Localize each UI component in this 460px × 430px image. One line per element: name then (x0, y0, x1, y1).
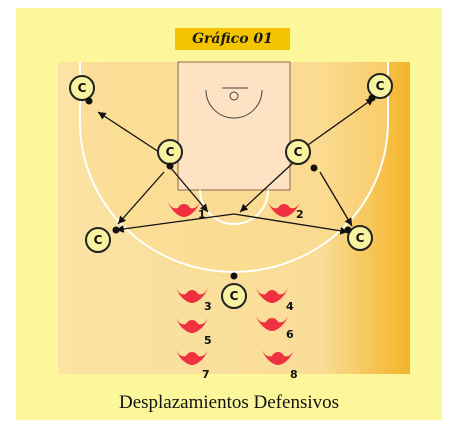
free-throw-lane (177, 61, 291, 191)
svg-text:C: C (166, 145, 175, 159)
defender-label: 6 (286, 328, 294, 341)
defender-label: 3 (204, 300, 212, 313)
svg-text:C: C (376, 79, 385, 93)
defender-label: 7 (202, 368, 210, 381)
three-point-line (79, 62, 389, 273)
offensive-player: C (69, 75, 95, 105)
offensive-player: C (285, 139, 318, 172)
offensive-player: C (85, 226, 120, 253)
diagram-title: Gráfico 01 (175, 28, 290, 50)
svg-text:C: C (94, 233, 103, 247)
defender-icon (176, 318, 208, 333)
restricted-arc (205, 89, 263, 119)
svg-text:C: C (230, 289, 239, 303)
defender-icon (168, 202, 200, 217)
defender-icon (256, 316, 288, 331)
defender-label: 2 (296, 208, 304, 221)
defender-icon (268, 202, 300, 217)
defender-label: 4 (286, 300, 294, 313)
defender-icon (176, 350, 208, 365)
defender-label: 8 (290, 368, 298, 381)
offensive-player: C (367, 73, 393, 102)
diagram-caption: Desplazamientos Defensivos (118, 392, 340, 413)
offensive-player: C (344, 225, 373, 251)
svg-text:C: C (356, 231, 365, 245)
offensive-player: C (157, 139, 183, 170)
basketball-court: C C C C C C C (58, 61, 410, 381)
defender-icon (256, 288, 288, 303)
offensive-player: C (221, 272, 247, 309)
defender-icon (262, 350, 294, 365)
defender-label: 5 (204, 334, 212, 347)
defender-icon (176, 288, 208, 303)
movement-arrows (97, 97, 375, 235)
svg-text:C: C (78, 81, 87, 95)
defender-label: 1 (198, 208, 206, 221)
svg-text:C: C (294, 145, 303, 159)
rim (229, 91, 239, 101)
